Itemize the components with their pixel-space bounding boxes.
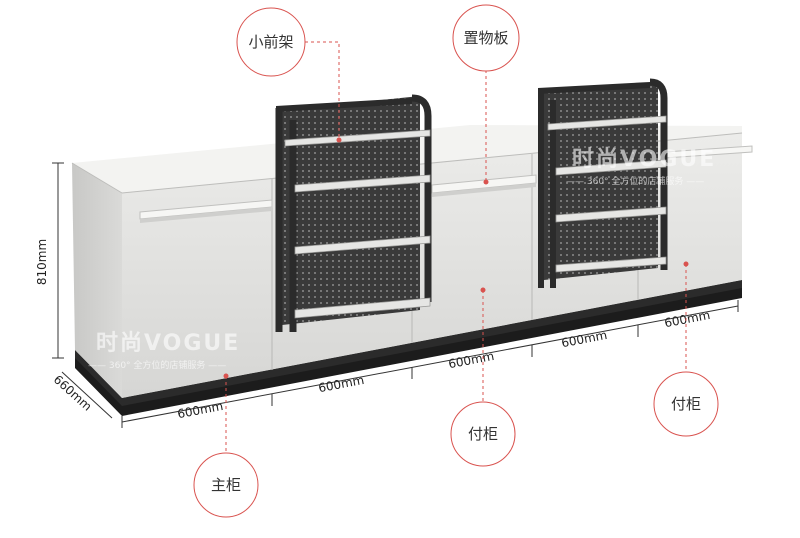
cabinet-side-face xyxy=(72,163,122,398)
watermark-right: 时尚VOGUE —— 360° 全方位的店铺服务 —— xyxy=(566,147,716,187)
rack-shelf xyxy=(555,159,667,176)
callout-label: 置物板 xyxy=(463,29,508,47)
main-cabinet-shelf xyxy=(139,199,273,223)
callout-small-front-rack: 小前架 xyxy=(236,7,306,77)
callout-label: 付柜 xyxy=(671,395,701,413)
shelf-board xyxy=(431,174,537,197)
rack-shelf xyxy=(294,174,431,193)
callout-dots xyxy=(223,137,689,379)
callout-side-cabinet-2: 付柜 xyxy=(653,371,719,437)
small-front-rack-left xyxy=(275,94,432,332)
callout-shelf-board: 置物板 xyxy=(452,4,520,72)
rack-pegboard xyxy=(282,96,420,325)
callout-side-cabinet-1: 付柜 xyxy=(450,401,516,467)
callout-main-cabinet: 主柜 xyxy=(193,452,259,518)
watermark-slogan: —— 360° 全方位的店铺服务 —— xyxy=(566,175,704,187)
rack-pegboard xyxy=(544,84,658,280)
rack-shelf xyxy=(294,297,431,319)
width-label-4: 600mm xyxy=(560,328,608,350)
watermark-brand: 时尚VOGUE xyxy=(572,147,716,172)
callout-label: 付柜 xyxy=(468,425,498,443)
height-label: 810mm xyxy=(35,239,49,285)
callout-label: 主柜 xyxy=(211,476,241,494)
rack-shelf xyxy=(555,206,667,223)
dimension-height: 810mm xyxy=(35,162,64,359)
rack-shelf xyxy=(555,256,667,273)
rack-shelf xyxy=(294,235,431,255)
small-front-rack-right xyxy=(538,78,668,288)
rack-shelf xyxy=(284,129,431,147)
rack-shelf xyxy=(547,115,667,131)
watermark-left: 时尚VOGUE —— 360° 全方位的店铺服务 —— xyxy=(88,331,240,371)
watermark-slogan: —— 360° 全方位的店铺服务 —— xyxy=(88,359,226,371)
callout-label: 小前架 xyxy=(248,33,293,51)
callout-leaders xyxy=(225,41,687,455)
watermark-brand: 时尚VOGUE xyxy=(96,331,240,356)
